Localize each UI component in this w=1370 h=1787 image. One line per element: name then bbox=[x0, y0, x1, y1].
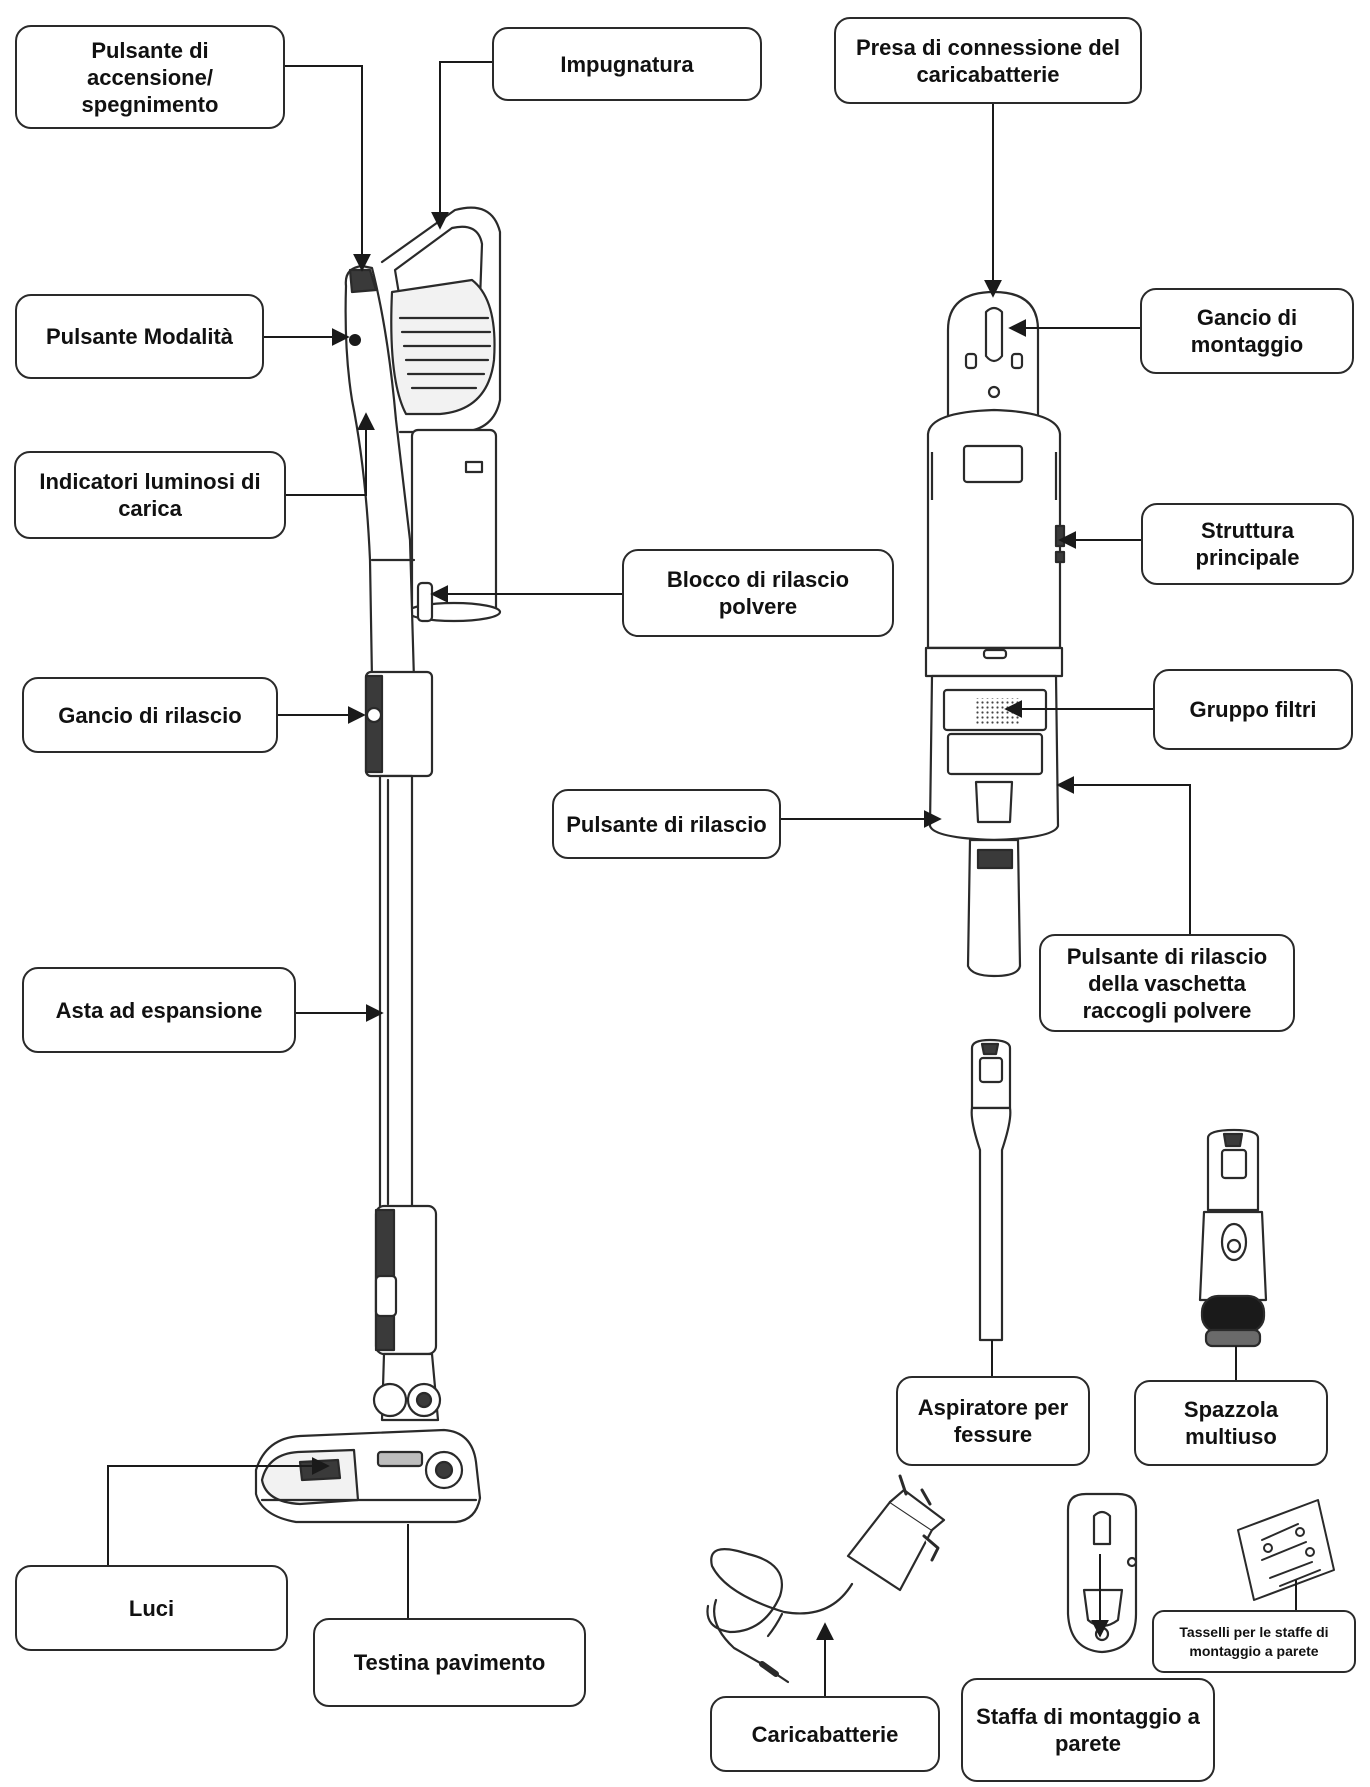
callout-release-button: Pulsante di rilascio bbox=[552, 789, 781, 859]
callout-crevice-tool: Aspiratore per fessure bbox=[896, 1376, 1090, 1466]
charger-drawing bbox=[706, 1474, 946, 1684]
callout-dust-release-lock-text: Blocco di rilascio polvere bbox=[666, 567, 850, 619]
callout-crevice-tool-text: Aspiratore per fessure bbox=[917, 1395, 1069, 1447]
callout-mode-button: Pulsante Modalità bbox=[15, 294, 264, 379]
callout-handle: Impugnatura bbox=[492, 27, 762, 101]
callout-wall-mount: Staffa di montaggio a parete bbox=[961, 1678, 1215, 1782]
callout-wall-plugs-text: Tasselli per le staffe di montaggio a pa… bbox=[1179, 1623, 1329, 1659]
callout-release-hook-text: Gancio di rilascio bbox=[58, 702, 242, 728]
handheld-unit-drawing bbox=[924, 290, 1066, 978]
callout-power-button-text: Pulsante di accensione/ spegnimento bbox=[81, 37, 219, 117]
callout-floor-head: Testina pavimento bbox=[313, 1618, 586, 1707]
callout-wall-mount-text: Staffa di montaggio a parete bbox=[976, 1704, 1200, 1756]
leader-lines bbox=[107, 61, 1297, 1696]
callout-charger: Caricabatterie bbox=[710, 1696, 940, 1772]
multi-brush-drawing bbox=[1198, 1128, 1268, 1348]
callout-handle-text: Impugnatura bbox=[560, 51, 694, 77]
callout-mode-button-text: Pulsante Modalità bbox=[45, 324, 234, 349]
stick-vacuum-drawing bbox=[254, 206, 502, 1524]
callout-dust-bin-release-text: Pulsante di rilascio della vaschetta rac… bbox=[1066, 943, 1268, 1023]
callout-lights: Luci bbox=[15, 1565, 288, 1651]
callout-main-body: Struttura principale bbox=[1141, 503, 1354, 585]
callout-release-hook: Gancio di rilascio bbox=[22, 677, 278, 753]
callout-release-button-text: Pulsante di rilascio bbox=[566, 811, 767, 837]
callout-dust-release-lock: Blocco di rilascio polvere bbox=[622, 549, 894, 637]
callout-filter-group: Gruppo filtri bbox=[1153, 669, 1353, 750]
callout-dust-bin-release: Pulsante di rilascio della vaschetta rac… bbox=[1039, 934, 1295, 1032]
callout-multi-brush-text: Spazzola multiuso bbox=[1183, 1397, 1279, 1449]
wall-plugs-drawing bbox=[1237, 1499, 1335, 1601]
crevice-tool-drawing bbox=[970, 1038, 1012, 1342]
callout-main-body-text: Struttura principale bbox=[1195, 518, 1300, 570]
callout-charger-port-text: Presa di connessione del caricabatterie bbox=[855, 34, 1121, 87]
callout-power-button: Pulsante di accensione/ spegnimento bbox=[15, 25, 285, 129]
callout-wall-plugs: Tasselli per le staffe di montaggio a pa… bbox=[1152, 1610, 1356, 1673]
callout-mount-hook-text: Gancio di montaggio bbox=[1190, 305, 1304, 357]
callout-extension-rod: Asta ad espansione bbox=[22, 967, 296, 1053]
callout-lights-text: Luci bbox=[128, 1595, 175, 1621]
wall-bracket-drawing bbox=[1066, 1492, 1138, 1654]
callout-charge-indicators: Indicatori luminosi di carica bbox=[14, 451, 286, 539]
callout-extension-rod-text: Asta ad espansione bbox=[55, 997, 263, 1023]
callout-charger-text: Caricabatterie bbox=[751, 1721, 899, 1747]
callout-multi-brush: Spazzola multiuso bbox=[1134, 1380, 1328, 1466]
callout-mount-hook: Gancio di montaggio bbox=[1140, 288, 1354, 374]
callout-floor-head-text: Testina pavimento bbox=[353, 1650, 546, 1675]
callout-filter-group-text: Gruppo filtri bbox=[1189, 697, 1317, 722]
callout-charger-port: Presa di connessione del caricabatterie bbox=[834, 17, 1142, 104]
callout-charge-indicators-text: Indicatori luminosi di carica bbox=[39, 469, 261, 521]
